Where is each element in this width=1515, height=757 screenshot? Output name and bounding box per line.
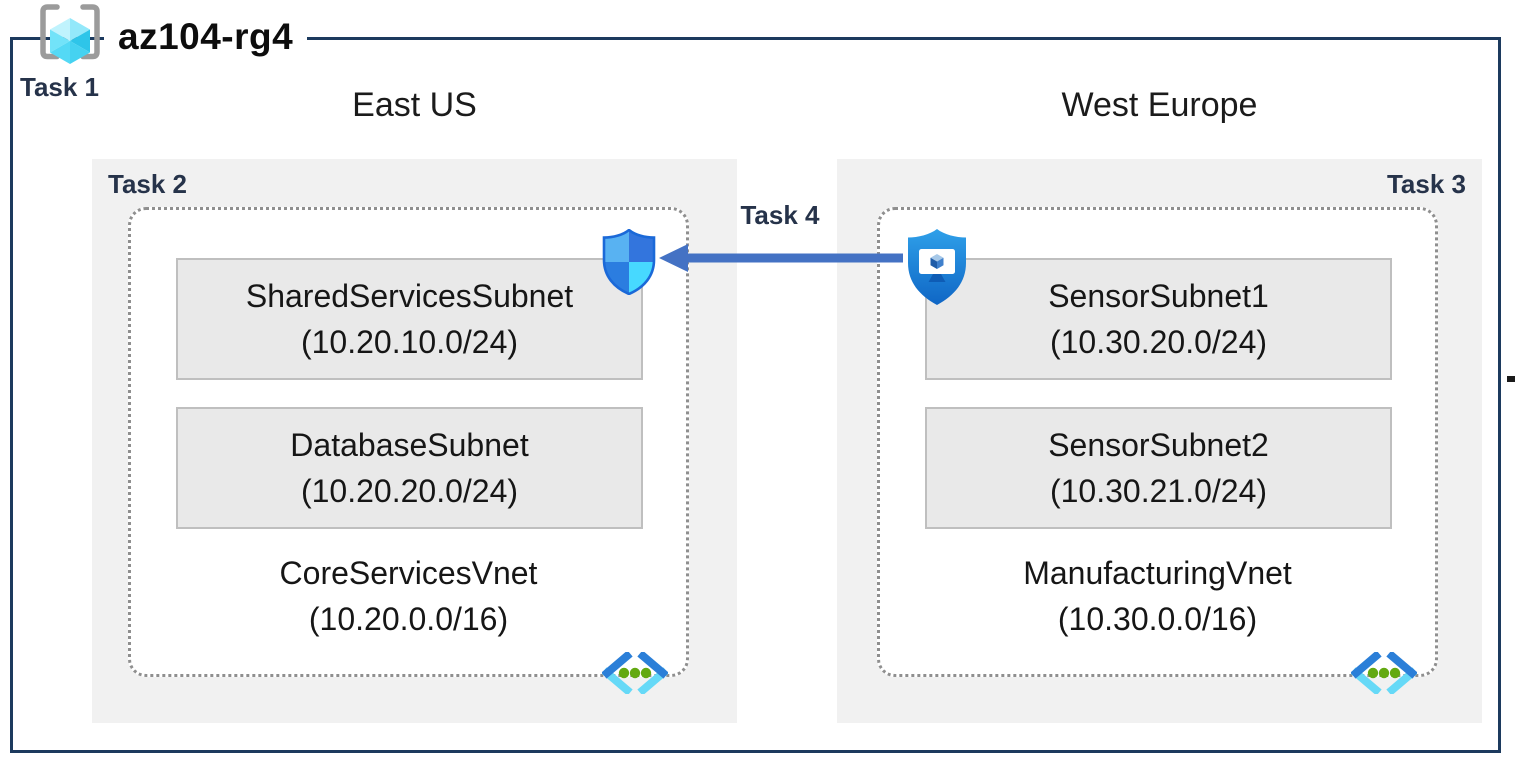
chevron-right-upper — [637, 652, 668, 679]
vnet-peering-chevrons-icon — [1351, 652, 1417, 694]
subnet-name: SensorSubnet2 — [1048, 427, 1269, 463]
shield-outline — [602, 229, 656, 295]
task4-label: Task 4 — [740, 200, 820, 230]
cube-left-outer-face — [50, 29, 70, 53]
vnet-cidr-text: (10.20.0.0/16) — [308, 601, 509, 637]
subnet-cidr: (10.20.10.0/24) — [300, 324, 519, 360]
task1-label: Task 1 — [20, 72, 100, 102]
vnet-cidr-text: (10.30.0.0/16) — [1057, 601, 1258, 637]
chevron-left-upper — [602, 652, 633, 679]
task3-label: Task 3 — [1386, 169, 1466, 199]
monitor-cube-right — [937, 257, 944, 269]
resource-group-icon — [40, 4, 100, 64]
edge-artifact-tick — [1507, 376, 1515, 382]
arrow-head — [659, 244, 688, 272]
vnet-name-text: CoreServicesVnet — [279, 555, 538, 591]
chevron-right-upper — [1386, 652, 1417, 679]
bastion-shield-monitor-icon — [908, 229, 966, 305]
cube-left-inner-face — [50, 41, 70, 64]
peering-dot — [629, 667, 641, 679]
region-label-east-us: East US — [352, 86, 477, 124]
resource-group-title: az104-rg4 — [118, 16, 294, 57]
bracket-left — [40, 4, 60, 60]
chevron-right-lower — [637, 667, 668, 694]
peering-dot — [618, 667, 630, 679]
subnet-shared-services: SharedServicesSubnet (10.20.10.0/24) — [176, 258, 643, 380]
cube-top-right-face — [70, 18, 90, 41]
bracket-right — [80, 4, 100, 60]
subnet-name: SharedServicesSubnet — [245, 278, 574, 314]
peering-dot — [1378, 667, 1390, 679]
subnet-database: DatabaseSubnet (10.20.20.0/24) — [176, 407, 643, 529]
monitor-cube-left — [930, 257, 937, 269]
task2-label: Task 2 — [108, 169, 188, 199]
peering-dot — [1367, 667, 1379, 679]
subnet-name: SensorSubnet1 — [1048, 278, 1269, 314]
chevron-right-lower — [1386, 667, 1417, 694]
cube-top-left-face — [50, 18, 70, 41]
monitor-stand — [928, 274, 946, 282]
chevron-left-upper — [1351, 652, 1382, 679]
cube-right-outer-face — [70, 29, 90, 53]
region-label-west-europe: West Europe — [1061, 86, 1258, 124]
subnet-name: DatabaseSubnet — [290, 427, 529, 463]
vnet-core-services: SharedServicesSubnet (10.20.10.0/24) Dat… — [128, 207, 689, 677]
peering-dot — [640, 667, 652, 679]
vnet-title-manufacturing: ManufacturingVnet (10.30.0.0/16) — [880, 550, 1435, 642]
cube-right-inner-face — [70, 41, 90, 64]
vnet-title-core-services: CoreServicesVnet (10.20.0.0/16) — [131, 550, 686, 642]
subnet-sensor2: SensorSubnet2 (10.30.21.0/24) — [925, 407, 1392, 529]
subnet-sensor1: SensorSubnet1 (10.30.20.0/24) — [925, 258, 1392, 380]
vnet-name-text: ManufacturingVnet — [1023, 555, 1292, 591]
resource-group-boundary — [10, 37, 1501, 753]
subnet-cidr: (10.20.20.0/24) — [300, 473, 519, 509]
subnet-cidr: (10.30.21.0/24) — [1049, 473, 1268, 509]
vnet-manufacturing: SensorSubnet1 (10.30.20.0/24) SensorSubn… — [877, 207, 1438, 677]
vnet-peering-chevrons-icon — [602, 652, 668, 694]
monitor-cube-top — [930, 254, 944, 262]
peering-dot — [1389, 667, 1401, 679]
network-security-shield-icon — [602, 229, 656, 295]
chevron-left-lower — [1351, 667, 1382, 694]
chevron-left-lower — [602, 667, 633, 694]
peering-arrow — [659, 244, 903, 272]
resource-group-header: az104-rg4 — [104, 12, 308, 62]
subnet-cidr: (10.30.20.0/24) — [1049, 324, 1268, 360]
